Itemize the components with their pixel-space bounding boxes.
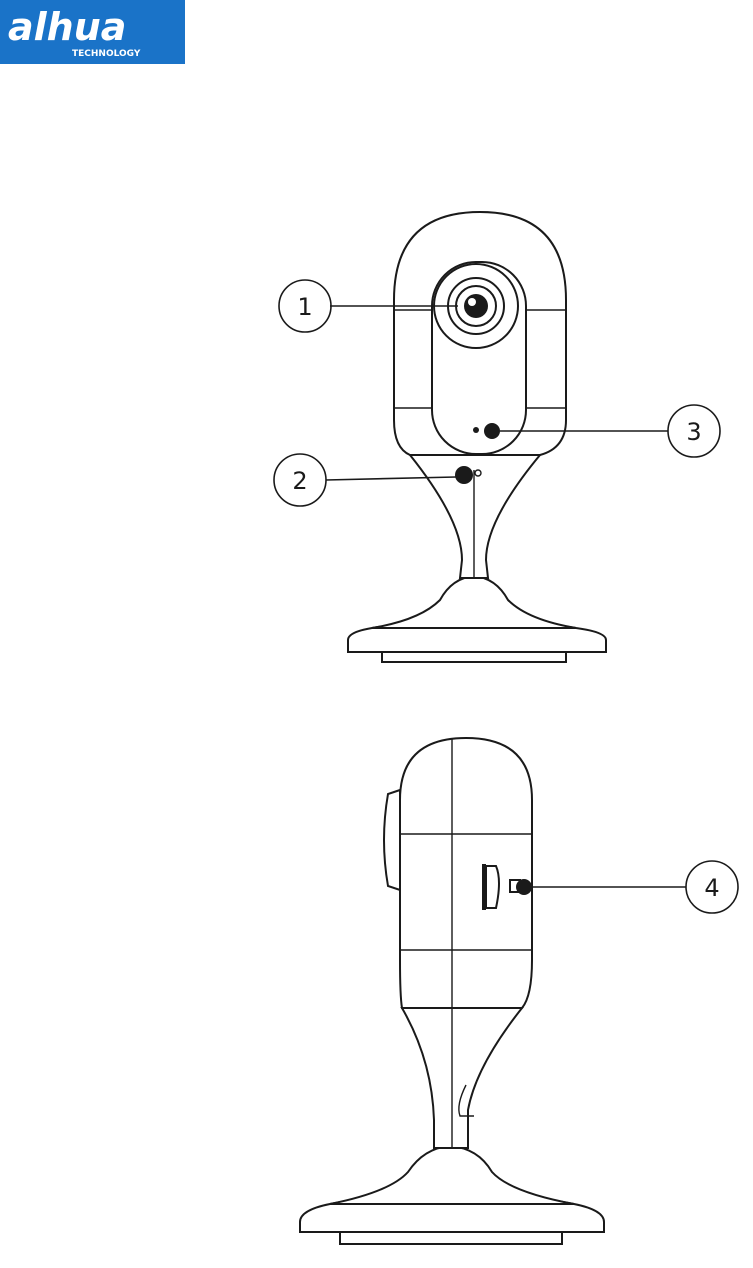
sd-card-slot-edge	[482, 864, 486, 910]
side-base-dome	[330, 1146, 574, 1204]
microphone-icon	[484, 423, 500, 439]
front-view	[348, 212, 606, 662]
side-body	[400, 738, 532, 1008]
indicator-dot	[473, 427, 479, 433]
callout-3-number: 3	[686, 418, 701, 446]
sd-card-slot-icon	[486, 866, 499, 908]
callout-2-number: 2	[292, 467, 307, 495]
reset-button-icon	[516, 879, 532, 895]
side-lens-bump	[384, 790, 400, 890]
lens-icon	[464, 294, 488, 318]
callout-4-number: 4	[704, 874, 719, 902]
side-base-foot	[340, 1232, 562, 1244]
side-neck	[402, 1008, 522, 1148]
front-base-dome	[372, 576, 576, 628]
lens-highlight	[468, 298, 476, 306]
callout-1-number: 1	[297, 293, 312, 321]
callout-4: 4	[532, 861, 738, 913]
speaker-icon	[455, 466, 473, 484]
sensor-dot	[475, 470, 481, 476]
side-view	[300, 738, 604, 1244]
front-base-foot	[382, 652, 566, 662]
